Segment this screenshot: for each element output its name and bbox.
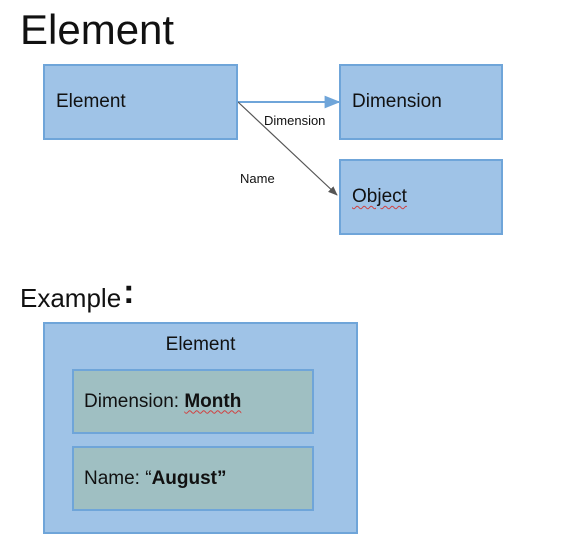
- example-name-suffix: ”: [217, 467, 227, 489]
- example-element-title: Element: [165, 334, 236, 355]
- example-heading-text: Example: [20, 283, 122, 313]
- example-name-prefix: Name: “: [84, 467, 152, 489]
- object-node-label: Object: [352, 186, 407, 207]
- example-dimension-prefix: Dimension:: [84, 390, 185, 412]
- example-name-box: Name: “August”: [72, 446, 314, 511]
- element-node-label: Element: [56, 91, 126, 112]
- name-arrow: [237, 101, 338, 196]
- name-edge-label: Name: [240, 171, 275, 186]
- example-name-value: August: [151, 467, 218, 489]
- example-heading: Example:: [20, 270, 134, 320]
- example-colon: :: [123, 273, 135, 311]
- example-dimension-value: Month: [184, 390, 242, 412]
- dimension-node-label: Dimension: [352, 91, 442, 112]
- dimension-edge-label: Dimension: [264, 113, 326, 128]
- object-node: Object: [339, 159, 503, 235]
- element-node: Element: [43, 64, 238, 140]
- example-dimension-box: Dimension: Month: [72, 369, 314, 434]
- dimension-node: Dimension: [339, 64, 503, 140]
- page-title: Element: [20, 6, 175, 53]
